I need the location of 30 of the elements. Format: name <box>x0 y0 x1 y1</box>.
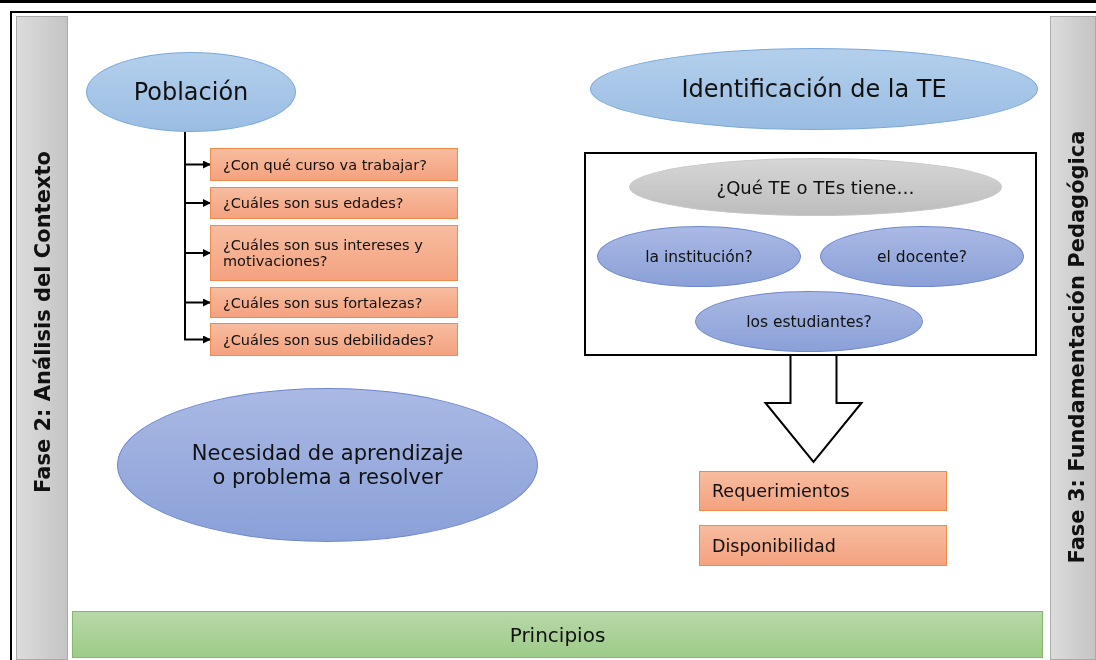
phase-band <box>16 16 68 660</box>
question-box <box>210 323 458 356</box>
node-label: ¿Cuáles son sus fortalezas? <box>223 294 423 311</box>
node-label: Identificación de la TE <box>681 75 947 103</box>
principles-bar <box>72 611 1043 658</box>
phase-band <box>1050 16 1096 660</box>
node-label: ¿Con qué curso va trabajar? <box>223 156 427 173</box>
node-label: Población <box>133 78 249 106</box>
question-box <box>210 225 458 281</box>
phase-title: Fase 2: Análisis del Contexto <box>31 150 55 495</box>
requirement-box <box>699 525 947 566</box>
node-label: los estudiantes? <box>746 312 872 331</box>
arrow <box>184 131 211 344</box>
node-label: Disponibilidad <box>712 535 836 556</box>
question-box <box>210 287 458 318</box>
node-label: ¿Cuáles son sus edades? <box>223 195 404 211</box>
node-label: el docente? <box>877 247 967 266</box>
node-label: Necesidad de aprendizaje o problema a resolver <box>190 441 465 489</box>
block-arrow <box>763 355 864 464</box>
node-label: Requerimientos <box>712 481 850 501</box>
node-label: Principios <box>509 622 606 647</box>
question-box <box>210 187 458 219</box>
phase-title: Fase 3: Fundamentación Pedagógica <box>1065 129 1089 566</box>
node-label: la institución? <box>645 247 753 266</box>
question-box <box>210 148 458 181</box>
frame-box <box>584 152 1037 356</box>
node-label: ¿Cuáles son sus debilidades? <box>223 331 435 348</box>
node-label: ¿Cuáles son sus intereses y motivaciones? <box>223 237 424 269</box>
node-label: ¿Qué TE o TEs tiene… <box>716 176 915 198</box>
requirement-box <box>699 471 947 511</box>
